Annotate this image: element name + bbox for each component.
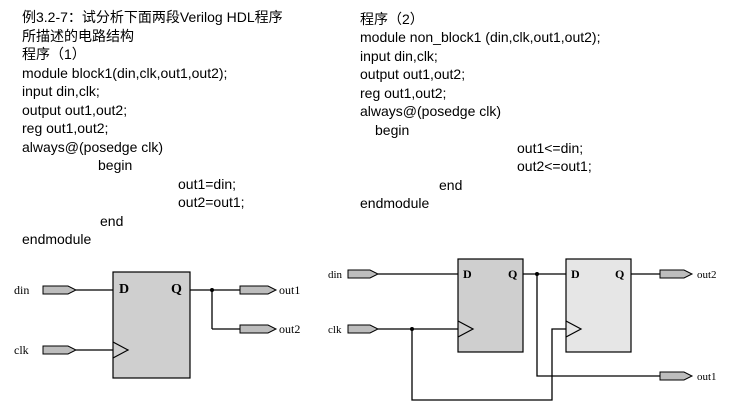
program1-code-line: output out1,out2; xyxy=(22,102,128,118)
program1-code-line: out1=din; xyxy=(178,176,236,192)
program2-code-line: always@(posedge clk) xyxy=(360,103,502,119)
program1-code-line: input din,clk; xyxy=(22,83,100,99)
program2-code-line: reg out1,out2; xyxy=(360,85,447,101)
flip-flop-1 xyxy=(112,271,191,379)
circuit1-clk-label: clk xyxy=(14,343,29,357)
circuit2-out2-label: out2 xyxy=(697,269,717,281)
clock-triangle xyxy=(565,320,583,338)
circuit2-ff1-q-label: Q xyxy=(508,267,518,281)
circuit1-ff-d-label: D xyxy=(119,282,130,297)
program1-code-line: reg out1,out2; xyxy=(22,120,109,136)
program2-code-line: out1<=din; xyxy=(517,140,584,156)
program1-code-line: end xyxy=(100,213,124,229)
program2-code-line: output out1,out2; xyxy=(360,66,466,82)
circuit1-out2-label: out2 xyxy=(279,322,301,336)
program1-label: 程序（1） xyxy=(22,46,86,62)
out1-output-port xyxy=(239,285,278,295)
program2-code-line: module non_block1 (din,clk,out1,out2); xyxy=(360,29,601,45)
din-input-port xyxy=(347,269,380,279)
program1-code-line: always@(posedge clk) xyxy=(22,139,164,155)
clock-triangle xyxy=(457,320,475,338)
out2-output-port xyxy=(239,324,278,334)
circuit2-ff1-d-label: D xyxy=(463,267,472,281)
program2-code-line: begin xyxy=(375,122,410,138)
circuit1-ff-q-label: Q xyxy=(171,282,182,297)
clk-input-port xyxy=(347,324,380,334)
program2-code-line: endmodule xyxy=(360,195,430,211)
clock-triangle xyxy=(112,341,130,359)
flip-flop-1 xyxy=(457,258,524,353)
program1-code-line: out2=out1; xyxy=(178,194,245,210)
circuit2-din-label: din xyxy=(328,269,343,281)
circuit2-ff2-q-label: Q xyxy=(615,267,625,281)
program2-code-line: out2<=out1; xyxy=(517,158,592,174)
example-title-line2: 所描述的电路结构 xyxy=(22,28,134,44)
program2-code-line: end xyxy=(439,177,463,193)
program1-code-line: endmodule xyxy=(22,231,92,247)
program2-label: 程序（2） xyxy=(360,11,424,27)
circuit2 xyxy=(347,258,694,401)
clk-input-port xyxy=(42,345,78,355)
program1-code-line: module block1(din,clk,out1,out2); xyxy=(22,65,228,81)
out1-output-port xyxy=(659,371,694,381)
din-input-port xyxy=(42,285,78,295)
circuit2-ff2-d-label: D xyxy=(571,267,580,281)
circuit2-out1-label: out1 xyxy=(697,371,717,383)
out2-output-port xyxy=(659,269,694,279)
circuit1-din-label: din xyxy=(14,283,30,297)
circuit1-out1-label: out1 xyxy=(279,283,301,297)
circuit1 xyxy=(42,271,278,379)
flip-flop-2 xyxy=(565,258,632,353)
example-title-line1: 例3.2-7：试分析下面两段Verilog HDL程序 xyxy=(22,9,283,25)
program1-code-line: begin xyxy=(98,157,133,173)
program2-code-line: input din,clk; xyxy=(360,48,438,64)
circuit2-clk-label: clk xyxy=(328,324,342,336)
